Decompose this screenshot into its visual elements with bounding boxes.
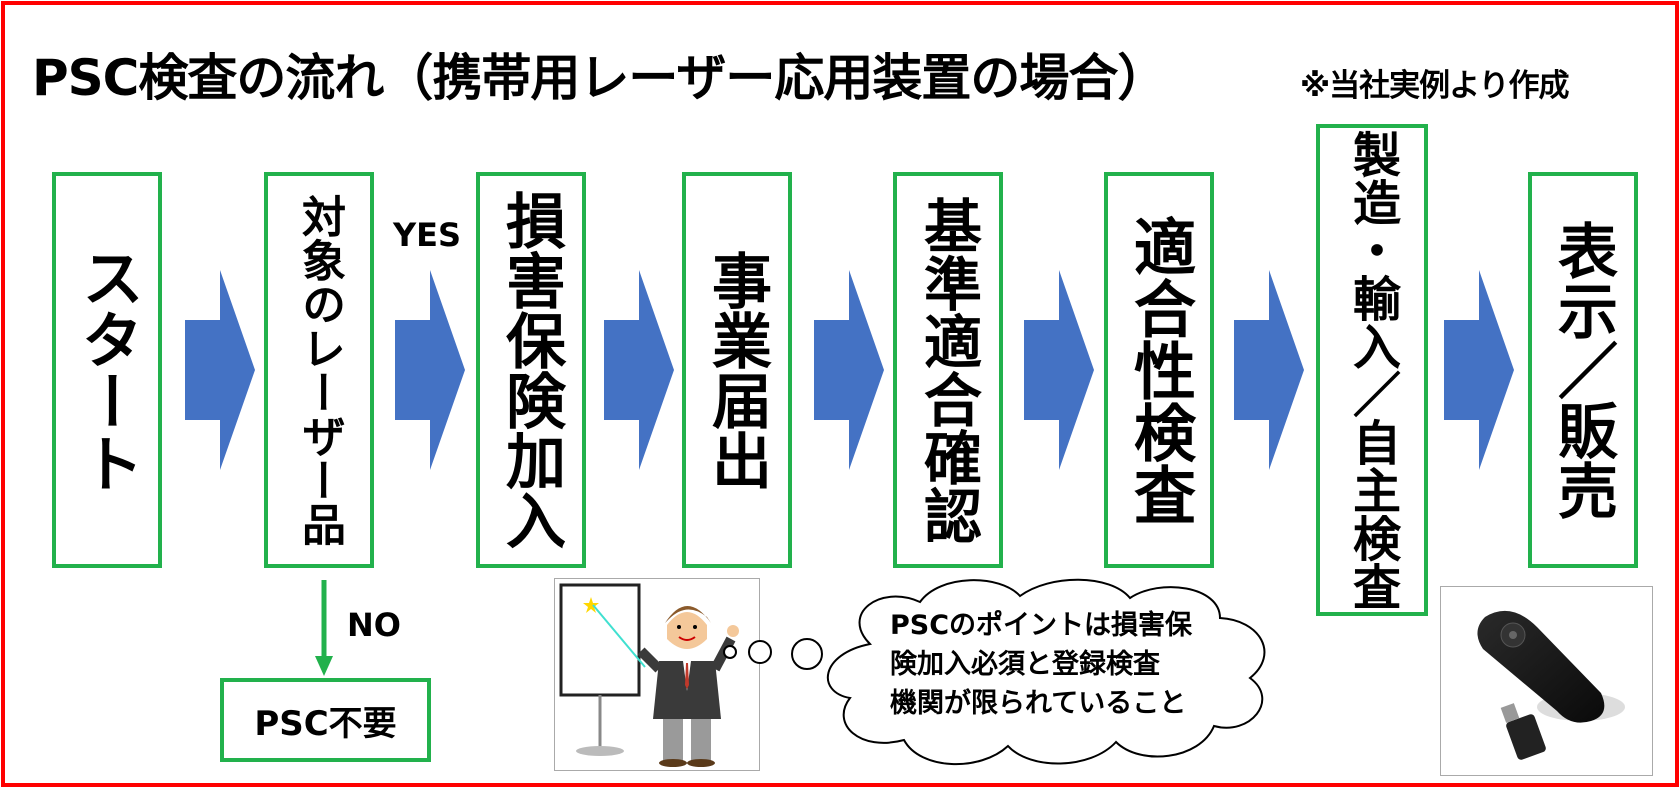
psc-not-required-box: PSC不要 bbox=[220, 678, 431, 762]
step-manufacture-import-label: 製造・輸入／自主検査 bbox=[1344, 130, 1400, 610]
step-business-notice-label: 事業届出 bbox=[701, 250, 772, 490]
presenter-illustration bbox=[554, 578, 760, 771]
step-start: スタート bbox=[52, 172, 162, 568]
no-branch-arrow bbox=[315, 580, 333, 676]
no-label: NO bbox=[347, 606, 401, 644]
step-start-label: スタート bbox=[71, 246, 144, 494]
step-insurance: 損害保険加入 bbox=[476, 172, 586, 568]
flow-arrow-4 bbox=[814, 270, 884, 470]
callout-line-1: PSCのポイントは損害保 bbox=[890, 610, 1193, 641]
step-display-sale-label: 表示／販売 bbox=[1547, 220, 1618, 520]
title-note: ※当社実例より作成 bbox=[1300, 68, 1570, 104]
step-business-notice: 事業届出 bbox=[682, 172, 792, 568]
step-display-sale: 表示／販売 bbox=[1528, 172, 1638, 568]
callout-line-2: 険加入必須と登録検査 bbox=[890, 649, 1160, 680]
flow-arrow-3 bbox=[604, 270, 674, 470]
page-title: PSC検査の流れ（携帯用レーザー応用装置の場合） bbox=[32, 49, 1167, 107]
step-insurance-label: 損害保険加入 bbox=[495, 190, 566, 550]
step-target-laser: 対象のレーザー品 bbox=[264, 172, 374, 568]
flow-arrow-5 bbox=[1024, 270, 1094, 470]
flow-arrow-7 bbox=[1444, 270, 1514, 470]
step-target-laser-label: 対象のレーザー品 bbox=[294, 194, 345, 546]
step-manufacture-import: 製造・輸入／自主検査 bbox=[1316, 124, 1428, 616]
step-standard-check-label: 基準適合確認 bbox=[914, 196, 982, 544]
step-standard-check: 基準適合確認 bbox=[893, 172, 1003, 568]
thought-cloud bbox=[723, 578, 1266, 765]
step-conformity-test-label: 適合性検査 bbox=[1123, 215, 1196, 525]
laser-pointer-product-image bbox=[1440, 586, 1653, 776]
flow-arrow-2 bbox=[395, 270, 465, 470]
callout-line-3: 機関が限られていること bbox=[890, 688, 1187, 719]
step-conformity-test: 適合性検査 bbox=[1104, 172, 1214, 568]
yes-label: YES bbox=[393, 216, 462, 254]
flow-arrow-1 bbox=[185, 270, 255, 470]
flow-arrow-6 bbox=[1234, 270, 1304, 470]
callout-text: PSCのポイントは損害保 険加入必須と登録検査 機関が限られていること bbox=[890, 606, 1250, 723]
